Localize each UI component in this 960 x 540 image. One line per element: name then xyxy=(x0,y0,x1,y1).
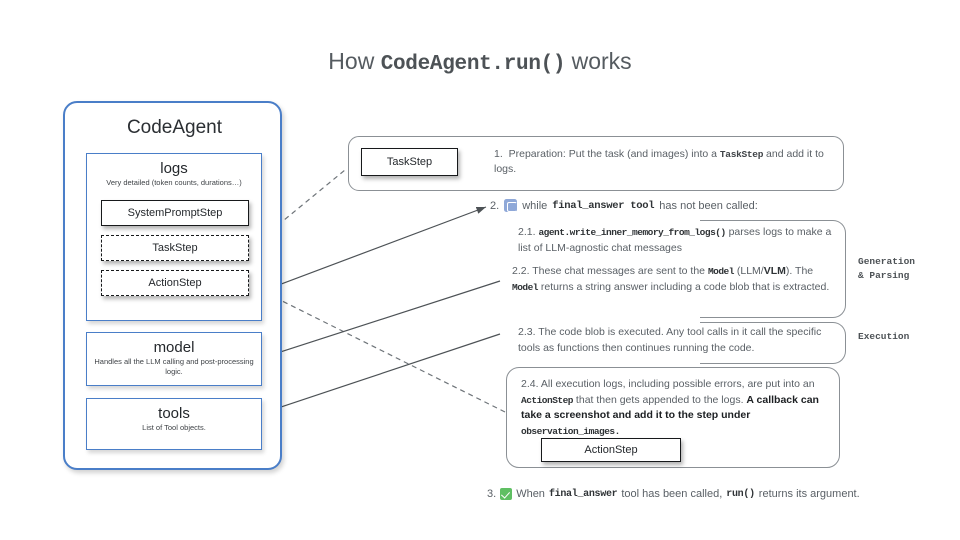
logs-step-label: ActionStep xyxy=(148,277,202,289)
title-code: CodeAgent.run() xyxy=(380,53,566,76)
step1-t2: and add it to logs. xyxy=(494,148,824,176)
step21-code1: agent.write_inner_memory_from_logs() xyxy=(538,227,726,238)
step24-t1: All execution logs, including possible e… xyxy=(540,378,815,390)
title-post: works xyxy=(565,48,632,74)
tools-box: tools List of Tool objects. xyxy=(86,398,262,450)
step21-number: 2.1. xyxy=(518,226,536,238)
logs-step-systempromptstep[interactable]: SystemPromptStep xyxy=(101,200,249,226)
step3-t2: tool has been called, xyxy=(621,488,723,500)
step22-t3: ). The xyxy=(785,265,814,277)
model-title: model xyxy=(153,339,195,356)
model-box: model Handles all the LLM calling and po… xyxy=(86,332,262,386)
step24-t2: that then gets appended to the logs. xyxy=(573,393,747,406)
model-subtitle: Handles all the LLM calling and post-pro… xyxy=(94,357,254,377)
step24-number: 2.4. xyxy=(521,378,539,390)
agent-title: CodeAgent xyxy=(126,117,223,138)
label-generation-parsing: Generation & Parsing xyxy=(858,255,915,283)
logs-box: logs Very detailed (token counts, durati… xyxy=(86,153,262,321)
step1-code1: TaskStep xyxy=(719,149,764,160)
step3-code1: final_answer xyxy=(548,488,618,500)
step24-text: 2.4. All execution logs, including possi… xyxy=(521,377,833,439)
step3-t1: When xyxy=(516,488,545,500)
generation-parsing-brace xyxy=(700,220,846,318)
logs-subtitle: Very detailed (token counts, durations…) xyxy=(106,178,242,187)
step3-t3: returns its argument. xyxy=(758,488,860,500)
step23-number: 2.3. xyxy=(518,326,536,338)
step1-text: 1. Preparation: Put the task (and images… xyxy=(494,147,829,177)
title-pre: How xyxy=(328,48,381,74)
step3-number: 3. xyxy=(487,488,497,500)
step21-t1: parses logs to make a list of LLM-agnost… xyxy=(518,226,832,254)
step23-text: 2.3. The code blob is executed. Any tool… xyxy=(518,325,840,356)
step22-code1: Model xyxy=(707,266,735,277)
label-execution-text: Execution xyxy=(858,331,910,342)
step24-code1: ActionStep xyxy=(521,394,574,406)
check-icon xyxy=(500,488,513,500)
step2-t2: has not been called: xyxy=(659,199,758,212)
step22-t4: returns a string answer including a code… xyxy=(538,280,830,293)
tools-title: tools xyxy=(158,405,190,422)
agent-panel: CodeAgent logs Very detailed (token coun… xyxy=(63,101,282,470)
step21-text: 2.1. agent.write_inner_memory_from_logs(… xyxy=(518,225,836,256)
taskstep-chip-label: TaskStep xyxy=(386,156,433,168)
step1-number: 1. xyxy=(494,148,503,160)
step24-bold1: A callback can take a screenshot and add… xyxy=(521,393,819,422)
label-execution: Execution xyxy=(858,330,909,344)
label-generation-text: Generation & Parsing xyxy=(858,256,916,281)
step1-card: TaskStep 1. Preparation: Put the task (a… xyxy=(348,136,844,191)
logs-step-actionstep[interactable]: ActionStep xyxy=(101,270,249,296)
logs-step-label: SystemPromptStep xyxy=(127,207,223,219)
execution-brace xyxy=(700,322,846,364)
step3-code2: run() xyxy=(726,488,755,500)
step22-t2: (LLM/ xyxy=(733,265,764,277)
step22-number: 2.2. xyxy=(512,265,530,277)
loop-icon xyxy=(504,199,518,212)
step23-t1: The code blob is executed. Any tool call… xyxy=(518,326,822,354)
step22-text: 2.2. These chat messages are sent to the… xyxy=(512,264,838,295)
step2-number: 2. xyxy=(490,199,500,212)
step3-line: 3. When final_answer tool has been calle… xyxy=(487,488,927,500)
page-title: How CodeAgent.run() works xyxy=(0,48,960,76)
actionstep-chip[interactable]: ActionStep xyxy=(541,438,681,462)
wire-step24-to-actionstep xyxy=(249,284,506,413)
logs-step-label: TaskStep xyxy=(152,242,198,254)
step1-t1: Preparation: Put the task (and images) i… xyxy=(508,148,720,160)
step2-t1: while xyxy=(522,199,548,212)
logs-title: logs xyxy=(160,160,188,177)
step24-card: 2.4. All execution logs, including possi… xyxy=(506,367,840,468)
step22-code2: Model xyxy=(512,281,539,293)
logs-step-taskstep[interactable]: TaskStep xyxy=(101,235,249,261)
actionstep-chip-label: ActionStep xyxy=(584,444,638,456)
step2-code1: final_answer tool xyxy=(552,199,655,212)
step22-t1: These chat messages are sent to the xyxy=(532,265,708,277)
tools-subtitle: List of Tool objects. xyxy=(142,423,206,432)
taskstep-chip[interactable]: TaskStep xyxy=(361,148,458,176)
wire-logs-to-step2 xyxy=(251,206,487,296)
step2-header: 2. while final_answer tool has not been … xyxy=(490,199,870,212)
step22-bold1: VLM xyxy=(763,265,786,277)
step24-boldcode1: observation_images. xyxy=(521,425,620,437)
